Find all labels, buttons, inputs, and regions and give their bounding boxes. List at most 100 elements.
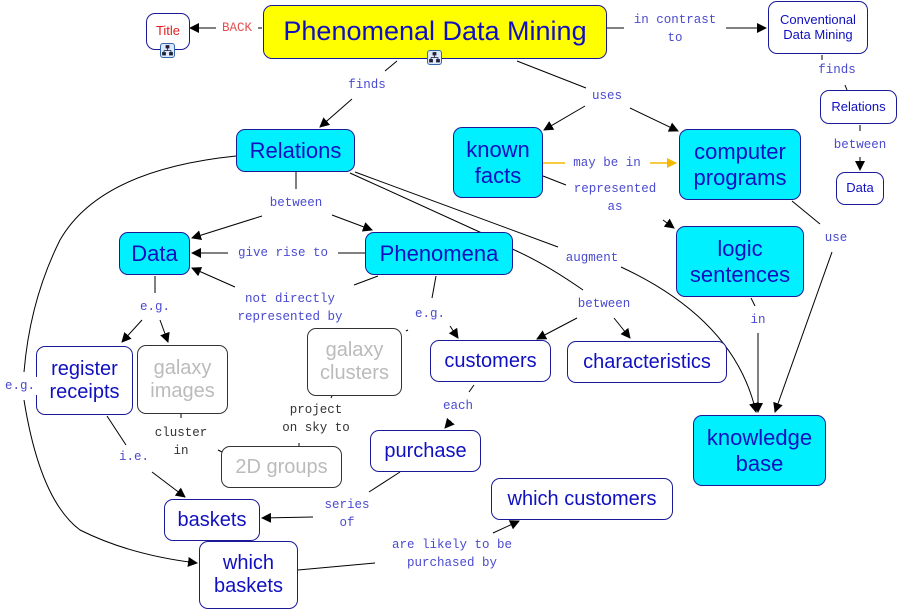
link-finds-b	[319, 98, 353, 128]
link-phen-between-cust	[536, 317, 578, 340]
link-label-ie: i.e.	[116, 447, 152, 467]
node-customers[interactable]: customers	[430, 340, 551, 382]
node-knowledge-base[interactable]: knowledge base	[693, 415, 826, 486]
node-label: register receipts	[49, 357, 120, 403]
link-label-uses: uses	[589, 86, 625, 106]
link-use-b	[773, 251, 833, 413]
node-label: which customers	[507, 487, 657, 510]
link-phen-between-char	[613, 317, 631, 339]
link-use-a	[791, 200, 821, 225]
link-finds-a	[384, 60, 398, 72]
node-2d-groups[interactable]: 2D groups	[221, 446, 342, 488]
link-data-eg-c	[159, 319, 170, 343]
node-label: Relations	[831, 98, 886, 114]
link-uses-a	[516, 60, 587, 89]
link-label-eg-phenomena: e.g.	[412, 304, 448, 324]
link-represented-a	[542, 175, 567, 186]
link-label-cluster-in: cluster in	[152, 423, 210, 461]
link-label-use: use	[822, 228, 850, 248]
node-purchase[interactable]: purchase	[370, 430, 481, 472]
link-label-may-be-in: may be in	[571, 153, 643, 173]
link-label-between-relations: between	[267, 193, 325, 213]
node-phenomena[interactable]: Phenomena	[365, 232, 513, 275]
node-galaxy-clusters[interactable]: galaxy clusters	[307, 328, 402, 396]
node-which-customers[interactable]: which customers	[491, 478, 673, 520]
node-label: baskets	[177, 508, 247, 531]
node-title-link-label: Title	[155, 23, 181, 39]
node-conventional-data-mining[interactable]: Conventional Data Mining	[768, 1, 868, 54]
node-label: galaxy clusters	[320, 339, 389, 384]
node-label: known facts	[466, 137, 530, 188]
link-ie-a	[106, 415, 127, 446]
link-notdirectly-b	[191, 267, 236, 288]
node-label: Data	[846, 180, 874, 196]
link-label-give-rise-to: give rise to	[235, 243, 331, 263]
node-label: characteristics	[583, 350, 711, 373]
node-known-facts[interactable]: known facts	[453, 127, 543, 198]
link-label-finds-conv: finds	[816, 60, 858, 80]
node-label: which baskets	[214, 552, 283, 597]
link-conv-finds-b	[844, 84, 848, 91]
node-relations[interactable]: Relations	[236, 129, 355, 172]
link-label-finds: finds	[346, 75, 388, 95]
node-register-receipts[interactable]: register receipts	[36, 346, 133, 415]
node-label: Data	[131, 240, 178, 266]
link-label-not-directly: not directly represented by	[235, 289, 345, 327]
link-rel-between-b	[191, 215, 263, 241]
node-data[interactable]: Data	[119, 232, 190, 275]
node-label: galaxy images	[150, 356, 215, 402]
link-label-augment: augment	[563, 248, 621, 268]
link-represented-b	[662, 218, 675, 229]
node-computer-programs[interactable]: computer programs	[679, 129, 801, 200]
link-phen-eg-b	[448, 325, 459, 339]
node-label: knowledge base	[706, 425, 813, 476]
link-series-b	[261, 512, 314, 523]
link-each-b	[444, 417, 455, 429]
node-label: Relations	[249, 137, 342, 163]
link-label-between-phenomena: between	[575, 294, 633, 314]
link-label-each: each	[440, 396, 476, 416]
link-augment-a	[354, 171, 559, 248]
node-logic-sentences[interactable]: logic sentences	[676, 226, 804, 297]
link-rel-between-c	[331, 214, 373, 232]
link-uses-b	[543, 105, 586, 131]
link-each-a	[468, 384, 475, 393]
node-galaxy-images[interactable]: galaxy images	[137, 345, 228, 414]
link-likely-b	[492, 520, 520, 534]
node-which-baskets[interactable]: which baskets	[199, 541, 298, 609]
link-notdirectly-c	[405, 329, 409, 332]
link-rel-phen-between	[349, 172, 496, 240]
link-left-eg-b	[23, 399, 198, 567]
link-notdirectly-a	[353, 275, 379, 286]
node-label: computer programs	[693, 139, 787, 190]
submap-icon[interactable]	[427, 50, 442, 65]
node-label: customers	[444, 349, 537, 372]
link-label-in: in	[748, 310, 768, 330]
link-label-project-on-sky: project on sky to	[280, 400, 352, 438]
link-series-a	[368, 471, 401, 493]
link-label-between-conv: between	[831, 135, 889, 155]
node-label: Phenomena	[379, 240, 499, 266]
node-label: Conventional Data Mining	[780, 11, 856, 42]
link-uses-c	[629, 107, 679, 132]
link-in-a	[750, 297, 756, 307]
node-label: 2D groups	[235, 455, 328, 478]
node-label: logic sentences	[689, 236, 791, 287]
node-data-small[interactable]: Data	[836, 172, 884, 205]
link-label-in-contrast-to: in contrast to	[631, 10, 719, 48]
link-data-eg-b	[121, 319, 143, 343]
link-project-a	[330, 395, 333, 399]
node-relations-small[interactable]: Relations	[820, 90, 897, 124]
link-label-likely-purchased: are likely to be purchased by	[389, 535, 515, 573]
link-label-series-of: series of	[322, 495, 372, 533]
link-augment-b	[620, 266, 759, 413]
node-characteristics[interactable]: characteristics	[567, 341, 727, 383]
submap-icon[interactable]	[160, 43, 175, 58]
node-baskets[interactable]: baskets	[164, 499, 260, 541]
link-label-eg-left: e.g.	[2, 376, 38, 396]
link-phen-eg-a	[431, 275, 437, 299]
main-title-label: Phenomenal Data Mining	[283, 16, 587, 47]
link-label-eg-data: e.g.	[137, 297, 173, 317]
